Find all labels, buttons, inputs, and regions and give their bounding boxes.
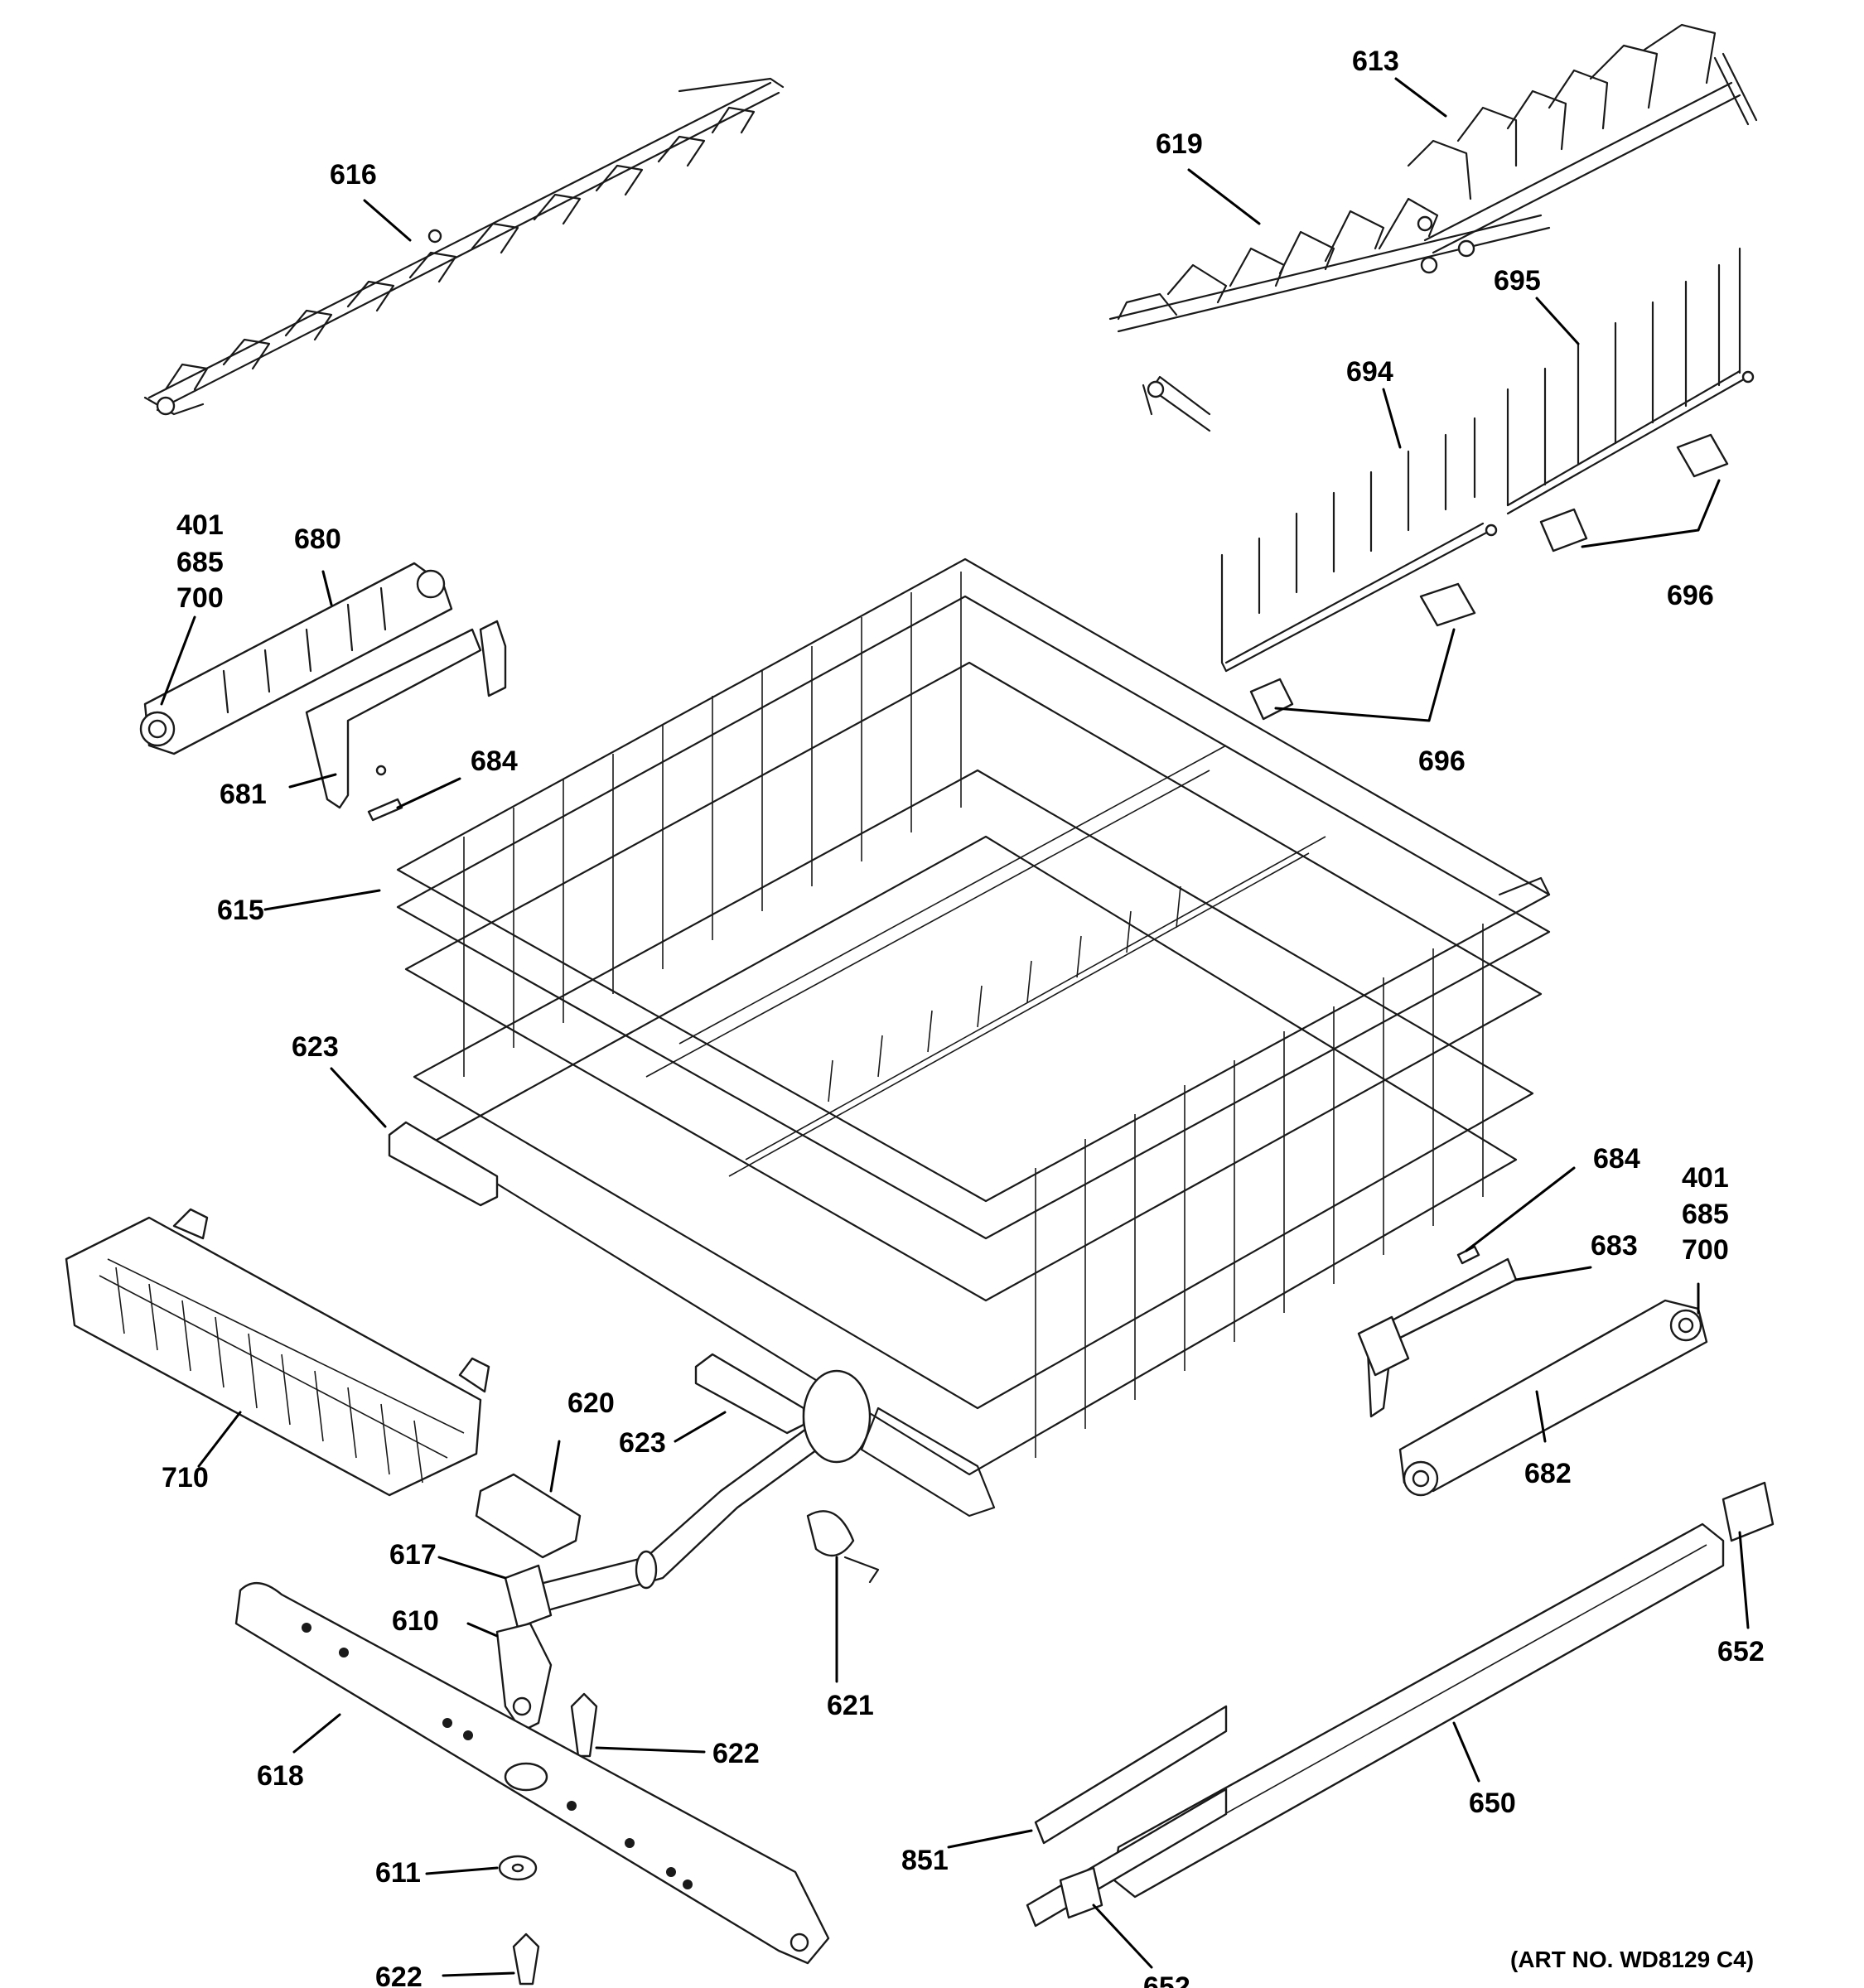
label-610: 610 — [392, 1605, 439, 1637]
part-611-washer — [498, 1855, 538, 1881]
label-683: 683 — [1591, 1230, 1638, 1262]
label-616: 616 — [330, 159, 377, 191]
label-696-lower: 696 — [1418, 746, 1466, 777]
label-851: 851 — [901, 1845, 949, 1876]
label-617: 617 — [389, 1539, 437, 1571]
label-401-left: 401 — [176, 509, 224, 541]
label-684-right: 684 — [1593, 1143, 1640, 1175]
part-681-bracket-left — [305, 620, 507, 809]
part-613-tine-row — [1407, 23, 1758, 258]
part-682-rail-right — [1398, 1299, 1708, 1497]
label-613: 613 — [1352, 46, 1399, 77]
label-685-right: 685 — [1682, 1199, 1729, 1230]
part-652-endcap-lower — [1059, 1866, 1103, 1919]
part-615-upper-rack — [396, 557, 1551, 1518]
part-621-clamp — [806, 1510, 880, 1584]
part-623-clip-upper — [388, 1121, 499, 1207]
part-694-fold-tines — [1220, 417, 1498, 673]
part-652-endcap-upper — [1722, 1481, 1775, 1542]
part-617-supply-tube — [504, 1369, 872, 1629]
label-694: 694 — [1346, 356, 1393, 388]
label-652-upper: 652 — [1717, 1636, 1765, 1667]
part-622-screw-upper — [570, 1692, 598, 1758]
label-611: 611 — [375, 1857, 421, 1889]
part-616-tine-row — [143, 77, 785, 416]
label-650: 650 — [1469, 1788, 1516, 1819]
part-710-basket — [65, 1208, 490, 1497]
label-619: 619 — [1156, 128, 1203, 160]
label-681: 681 — [220, 779, 267, 810]
label-700-right: 700 — [1682, 1234, 1729, 1266]
part-680-rail-left — [139, 562, 453, 755]
label-618: 618 — [257, 1760, 304, 1792]
label-696-upper: 696 — [1667, 580, 1714, 611]
art-number: (ART NO. WD8129 C4) — [1510, 1947, 1754, 1972]
label-680: 680 — [294, 524, 341, 555]
part-619-tine-row — [1108, 197, 1551, 432]
part-695-fold-tines — [1506, 247, 1755, 515]
leader-lines — [160, 77, 1750, 1977]
label-615: 615 — [217, 895, 264, 926]
label-620: 620 — [567, 1387, 615, 1419]
label-682: 682 — [1524, 1458, 1572, 1489]
label-700-left: 700 — [176, 582, 224, 614]
label-622-upper: 622 — [712, 1738, 760, 1769]
part-610-mount — [495, 1622, 553, 1733]
label-621: 621 — [827, 1690, 874, 1721]
part-620-cap — [475, 1473, 582, 1559]
label-623-lower: 623 — [619, 1427, 666, 1459]
label-623-upper: 623 — [292, 1031, 339, 1063]
label-401-right: 401 — [1682, 1162, 1729, 1194]
label-622-lower: 622 — [375, 1961, 423, 1988]
part-618-spray-arm — [234, 1582, 830, 1965]
label-710: 710 — [162, 1462, 209, 1493]
part-650-slide-rail — [1113, 1522, 1725, 1899]
label-685-left: 685 — [176, 547, 224, 578]
label-684-left: 684 — [471, 746, 518, 777]
part-851-stops — [1026, 1705, 1228, 1928]
label-695: 695 — [1494, 265, 1541, 297]
label-652-lower: 652 — [1143, 1971, 1190, 1988]
part-labels: 616 619 613 695 694 401 685 700 680 684 … — [162, 46, 1765, 1988]
part-696-clips — [1249, 433, 1729, 721]
part-684-screw-left — [367, 798, 403, 822]
part-683-bracket-right — [1357, 1257, 1518, 1418]
part-622-screw-lower — [512, 1933, 540, 1986]
